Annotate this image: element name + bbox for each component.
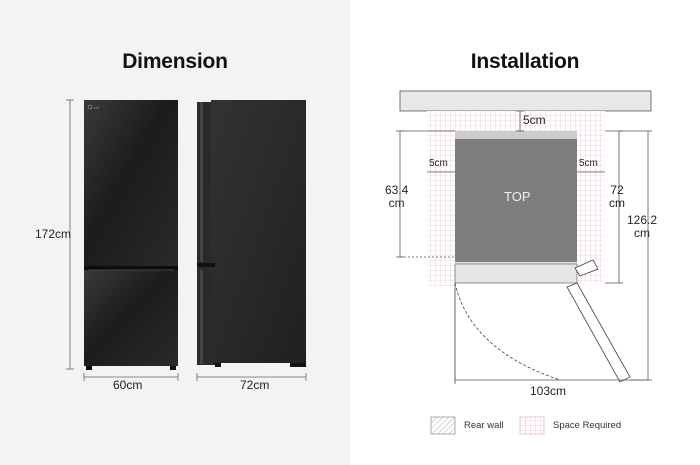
body-depth-value: 72 [610, 183, 624, 197]
fridge-side [197, 100, 306, 367]
space-required-grid-icon [519, 416, 545, 435]
door-swing [454, 259, 631, 383]
rear-wall-hatch-icon [430, 416, 456, 435]
side-depth-dimension-line [196, 373, 307, 381]
height-dimension-line [66, 99, 74, 370]
dimension-title: Dimension [122, 50, 228, 73]
door-open-depth-unit: cm [634, 226, 651, 240]
legend-space-required: Space Required [553, 420, 622, 431]
top-gap-label: 5cm [523, 113, 546, 127]
side-depth-label: 72cm [240, 378, 270, 392]
installation-title: Installation [470, 50, 580, 73]
space-required-area [427, 111, 605, 286]
door-open-depth-value: 126.2 [627, 213, 658, 227]
wall-bar [399, 90, 652, 112]
height-label: 172cm [35, 227, 72, 241]
right-gap-label: 5cm [579, 158, 598, 169]
body-depth-unit: cm [609, 196, 625, 210]
front-width-label: 60cm [113, 378, 143, 392]
depth-unit: cm [388, 196, 405, 210]
depth-label: 63.4 cm [385, 184, 408, 210]
fridge-front [84, 100, 178, 370]
fridge-top-view [454, 131, 578, 284]
door-open-depth-label: 126.2 cm [627, 214, 657, 240]
svg-text:LG: LG [94, 105, 99, 110]
total-width-label: 103cm [530, 384, 567, 398]
depth-value: 63.4 [385, 183, 409, 197]
front-width-dimension-line [83, 373, 179, 381]
lg-logo-icon: LG [87, 104, 99, 110]
body-depth-label: 72 cm [609, 184, 625, 210]
depth-dimension-lines [396, 110, 652, 384]
legend-rear-wall: Rear wall [464, 420, 504, 431]
top-label: TOP [504, 189, 531, 204]
left-gap-label: 5cm [429, 158, 448, 169]
